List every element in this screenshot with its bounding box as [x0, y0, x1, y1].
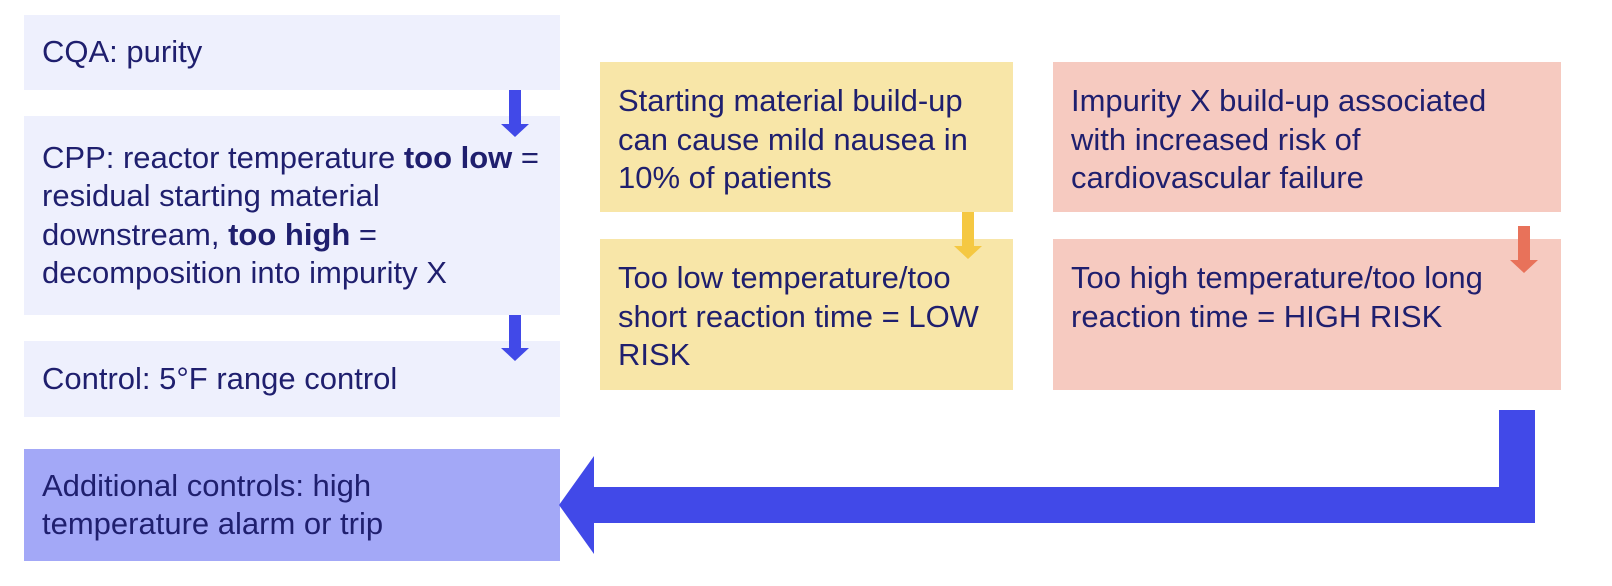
cpp-prefix: CPP: reactor temperature [42, 139, 404, 175]
cpp-box: CPP: reactor temperature too low = resid… [24, 116, 560, 315]
high-risk-text: Too high temperature/too long reaction t… [1071, 260, 1483, 334]
high-risk-box: Too high temperature/too long reaction t… [1053, 239, 1561, 390]
cpp-mid: = residual starting material downstream, [42, 139, 540, 252]
cqa-box: CQA: purity [24, 15, 560, 90]
arrow-high-risk-to-additional-controls [559, 410, 1535, 554]
starting-material-text: Starting material build-up can cause mil… [618, 83, 968, 195]
cpp-text: CPP: reactor temperature too low = resid… [42, 139, 542, 293]
cpp-suffix: = decomposition into impurity X [42, 216, 447, 291]
cqa-text: CQA: purity [42, 34, 203, 70]
arrow-cqa-to-cpp [501, 90, 529, 137]
low-risk-text: Too low temperature/too short reaction t… [618, 260, 979, 372]
starting-material-box: Starting material build-up can cause mil… [600, 62, 1013, 212]
cpp-too-high: too high [228, 216, 351, 252]
cpp-too-low: too low [403, 139, 513, 175]
additional-controls-box: Additional controls: high temperature al… [24, 449, 560, 561]
control-text: Control: 5°F range control [42, 360, 398, 396]
arrow-cpp-to-control [501, 315, 529, 361]
low-risk-box: Too low temperature/too short reaction t… [600, 239, 1013, 390]
control-box: Control: 5°F range control [24, 341, 560, 417]
impurity-box: Impurity X build-up associated with incr… [1053, 62, 1561, 212]
impurity-text: Impurity X build-up associated with incr… [1071, 83, 1487, 195]
arrow-starting-material-to-low-risk [954, 212, 982, 259]
arrow-impurity-to-high-risk [1510, 226, 1538, 273]
additional-controls-text: Additional controls: high temperature al… [42, 467, 384, 542]
